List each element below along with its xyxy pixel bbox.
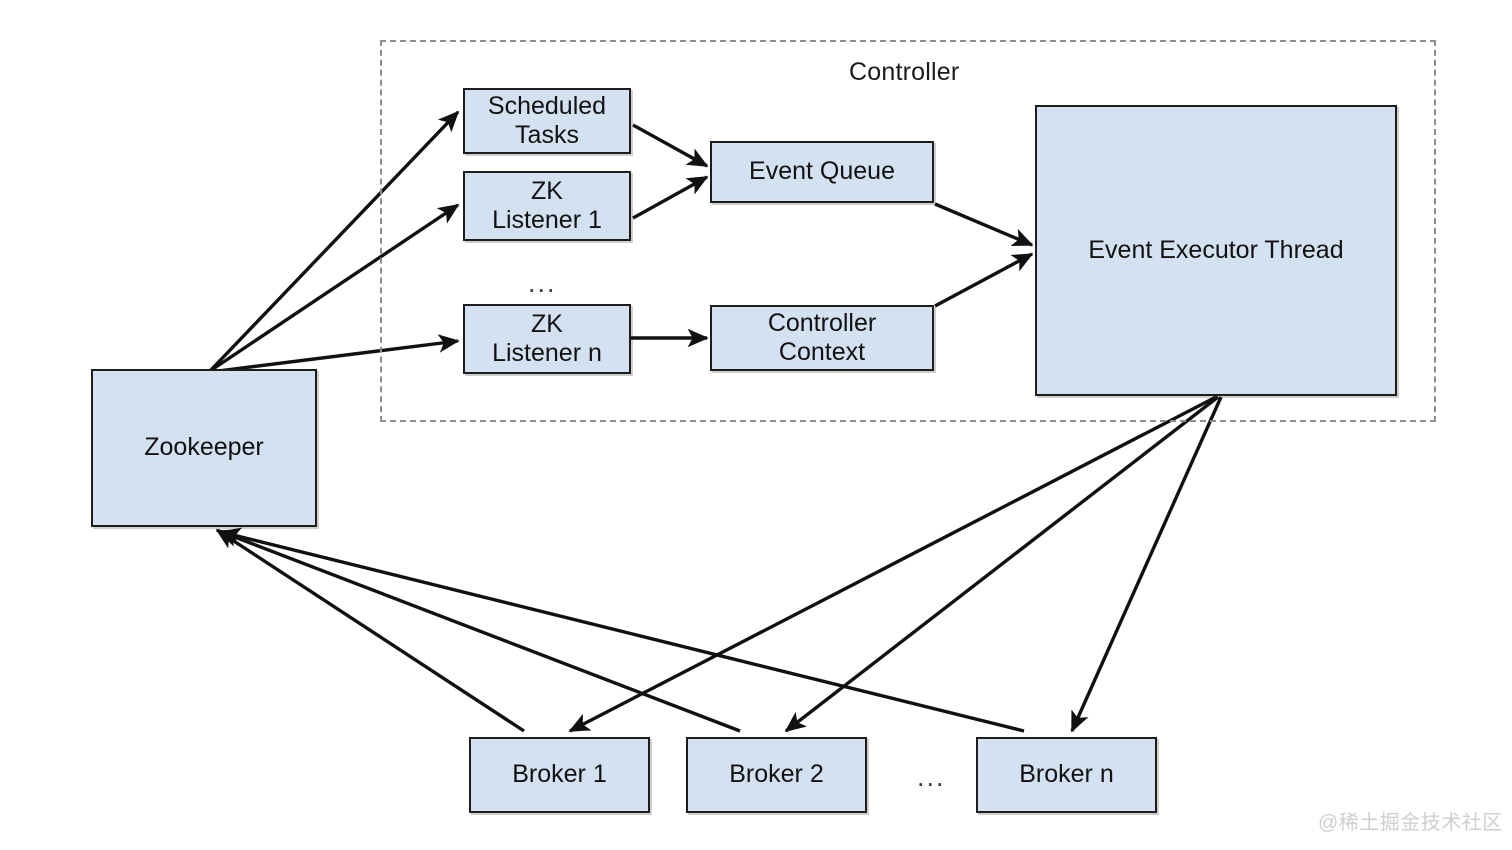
controller-group-box (380, 40, 1436, 422)
edge-event-executor-thread-to-broker-n (1070, 396, 1223, 733)
node-event-queue[interactable]: Event Queue (710, 141, 934, 203)
edge-event-executor-thread-to-broker-2 (784, 395, 1220, 733)
node-broker-n[interactable]: Broker n (976, 737, 1157, 813)
node-event-executor-thread[interactable]: Event Executor Thread (1035, 105, 1397, 396)
edge-event-executor-thread-to-broker-1 (568, 395, 1217, 733)
edge-broker-2-to-zookeeper (217, 529, 741, 733)
edge-broker-1-to-zookeeper (215, 528, 525, 733)
listener-ellipsis: ... (528, 268, 557, 298)
node-controller-context[interactable]: Controller Context (710, 305, 934, 371)
edge-broker-n-to-zookeeper (219, 527, 1025, 733)
node-broker-1[interactable]: Broker 1 (469, 737, 650, 813)
broker-ellipsis: ... (917, 762, 946, 792)
node-zk-listener-n[interactable]: ZK Listener n (463, 304, 631, 374)
node-zk-listener-1[interactable]: ZK Listener 1 (463, 171, 631, 241)
node-zookeeper[interactable]: Zookeeper (91, 369, 317, 527)
node-scheduled-tasks[interactable]: Scheduled Tasks (463, 88, 631, 154)
controller-group-label: Controller (849, 58, 960, 86)
node-broker-2[interactable]: Broker 2 (686, 737, 867, 813)
watermark-label: @稀土掘金技术社区 (1318, 812, 1503, 834)
